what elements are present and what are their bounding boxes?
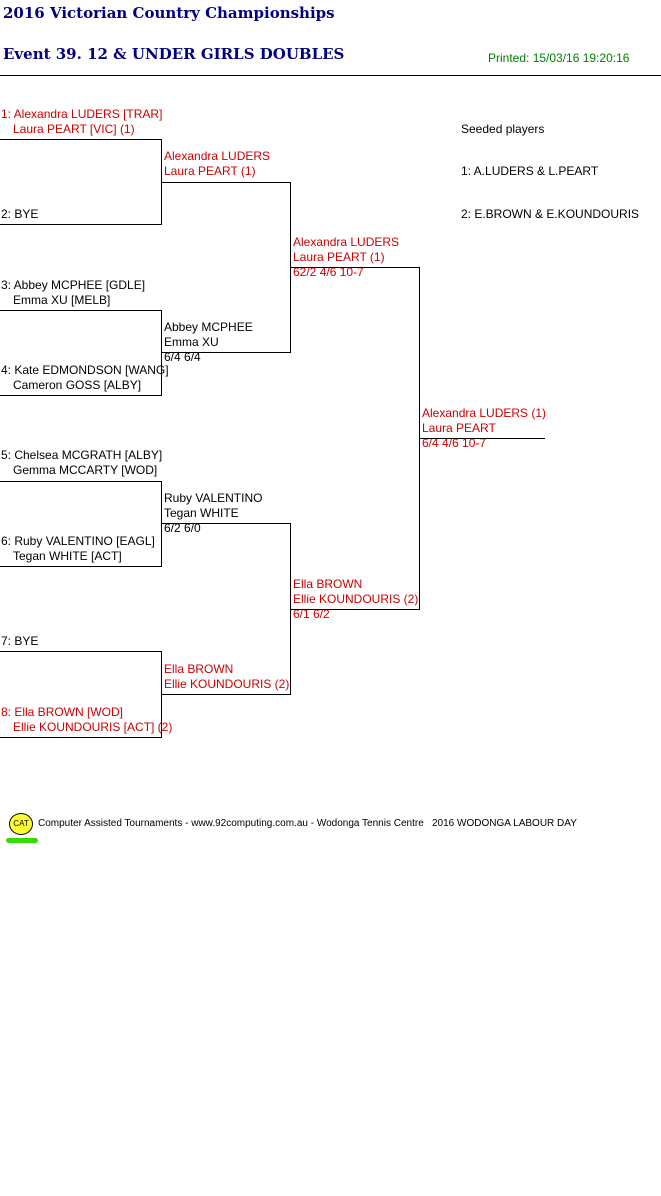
- r1-entry-3-line2: Emma XU [MELB]: [13, 293, 111, 307]
- seed-entry-2: 2: E.BROWN & E.KOUNDOURIS: [461, 207, 640, 221]
- r1-line-5: [0, 481, 161, 482]
- r2-entry-2-line2: Emma XU: [164, 335, 219, 349]
- r1-line-6: [0, 566, 161, 567]
- r1-entry-1-line2: Laura PEART [VIC] (1): [13, 122, 135, 136]
- r1-entry-6-line2: Tegan WHITE [ACT]: [13, 549, 122, 563]
- event-title: Event 39. 12 & UNDER GIRLS DOUBLES: [3, 45, 345, 63]
- r1-entry-4-line2: Cameron GOSS [ALBY]: [13, 378, 142, 392]
- r2-entry-3-line1: Ruby VALENTINO: [164, 491, 263, 505]
- final-winner-line2: Laura PEART: [422, 421, 496, 435]
- r2-line-4: [161, 694, 290, 695]
- r1-entry-6-line1: 6: Ruby VALENTINO [EAGL]: [1, 534, 155, 548]
- r1-entry-8-line1: 8: Ella BROWN [WOD]: [1, 705, 124, 719]
- r3-entry-1-score: 62/2 4/6 10-7: [293, 265, 364, 279]
- printed-timestamp: Printed: 15/03/16 19:20:16: [488, 51, 630, 65]
- header-divider: [0, 75, 661, 76]
- r2-entry-3-line2: Tegan WHITE: [164, 506, 239, 520]
- r2-line-3: [161, 523, 290, 524]
- r2-entry-2-line1: Abbey MCPHEE: [164, 320, 253, 334]
- tournament-title: 2016 Victorian Country Championships: [3, 4, 335, 22]
- r2-entry-4-line2: Ellie KOUNDOURIS (2): [164, 677, 290, 691]
- logo-underline: [6, 838, 38, 843]
- r1-entry-3-line1: 3: Abbey MCPHEE [GDLE]: [1, 278, 146, 292]
- final-line: [419, 438, 545, 439]
- footer-event: 2016 WODONGA LABOUR DAY: [432, 818, 577, 829]
- r2-entry-3-score: 6/2 6/0: [164, 521, 201, 535]
- r1-connector-3: [161, 481, 162, 567]
- r2-entry-4-line1: Ella BROWN: [164, 662, 234, 676]
- r1-entry-7-line1: 7: BYE: [1, 634, 39, 648]
- r2-entry-2-score: 6/4 6/4: [164, 350, 201, 364]
- seeds-title: Seeded players: [461, 122, 545, 136]
- r1-entry-5-line2: Gemma MCCARTY [WOD]: [13, 463, 158, 477]
- r1-line-2: [0, 224, 161, 225]
- r1-entry-8-line2: Ellie KOUNDOURIS [ACT] (2): [13, 720, 173, 734]
- r1-line-3: [0, 310, 161, 311]
- r2-line-1: [161, 182, 290, 183]
- footer-credit: Computer Assisted Tournaments - www.92co…: [38, 818, 424, 829]
- r1-line-7: [0, 651, 161, 652]
- r3-entry-2-line1: Ella BROWN: [293, 577, 363, 591]
- r1-entry-2-line1: 2: BYE: [1, 207, 39, 221]
- r1-entry-5-line1: 5: Chelsea MCGRATH [ALBY]: [1, 448, 163, 462]
- r1-line-4: [0, 395, 161, 396]
- r3-entry-2-score: 6/1 6/2: [293, 607, 330, 621]
- r3-line-1: [290, 267, 419, 268]
- cat-logo-icon: CAT: [9, 813, 33, 835]
- r3-entry-2-line2: Ellie KOUNDOURIS (2): [293, 592, 419, 606]
- r2-entry-1-line1: Alexandra LUDERS: [164, 149, 271, 163]
- seed-entry-1: 1: A.LUDERS & L.PEART: [461, 164, 599, 178]
- final-score: 6/4 4/6 10-7: [422, 436, 487, 450]
- final-winner-line1: Alexandra LUDERS (1): [422, 406, 547, 420]
- r3-entry-1-line2: Laura PEART (1): [293, 250, 385, 264]
- r2-entry-1-line2: Laura PEART (1): [164, 164, 256, 178]
- r2-line-2: [161, 352, 290, 353]
- r3-entry-1-line1: Alexandra LUDERS: [293, 235, 400, 249]
- r3-line-2: [290, 609, 419, 610]
- r1-line-8: [0, 737, 161, 738]
- r1-line-1: [0, 139, 161, 140]
- r1-connector-2: [161, 310, 162, 396]
- r1-entry-4-line1: 4: Kate EDMONDSON [WANG]: [1, 363, 169, 377]
- r1-entry-1-line1: 1: Alexandra LUDERS [TRAR]: [1, 107, 163, 121]
